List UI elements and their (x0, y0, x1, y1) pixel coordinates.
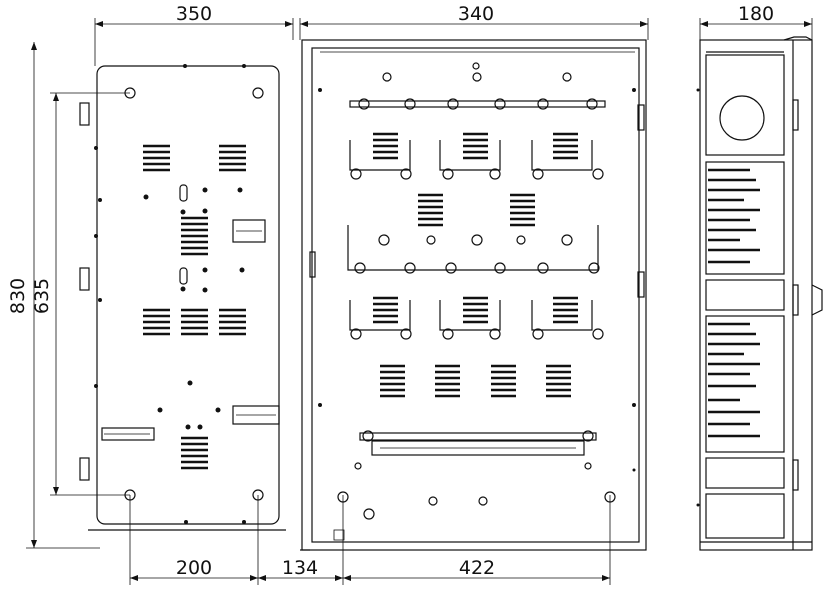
dim-bottom-spacing-2: 134 (282, 557, 318, 579)
enclosure-front-view (300, 39, 647, 551)
dim-depth: 180 (738, 3, 774, 25)
dim-enclosure-width: 340 (458, 3, 494, 25)
dim-bottom-spacing-3: 422 (459, 557, 495, 579)
dim-mounting-height: 635 (31, 278, 53, 314)
left-dimensions (26, 42, 130, 549)
dim-back-panel-width: 350 (176, 3, 212, 25)
dim-overall-height: 830 (7, 278, 29, 314)
top-dimensions (94, 18, 813, 66)
enclosure-side-view (696, 36, 823, 551)
dim-bottom-spacing-1: 200 (176, 557, 212, 579)
back-panel-view (79, 64, 286, 531)
